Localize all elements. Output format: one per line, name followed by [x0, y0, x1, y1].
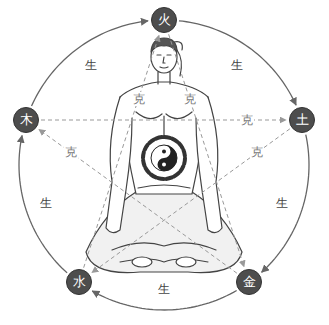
- generation-arrow: [262, 135, 309, 273]
- generation-arrow: [179, 21, 296, 105]
- generation-label: 生: [157, 282, 171, 296]
- element-node: 金: [236, 269, 262, 295]
- control-label: 克: [64, 145, 78, 159]
- generation-label: 生: [275, 196, 289, 210]
- generation-label: 生: [84, 58, 98, 72]
- element-node: 土: [289, 107, 315, 133]
- generation-label: 生: [39, 196, 53, 210]
- element-name: 土: [296, 113, 309, 127]
- control-label: 克: [240, 113, 254, 127]
- element-node: 火: [151, 7, 177, 33]
- element-name: 金: [243, 275, 256, 289]
- generation-label: 生: [230, 58, 244, 72]
- generation-arrow: [19, 136, 67, 273]
- control-arrow: [92, 129, 290, 273]
- control-arrow: [84, 35, 159, 268]
- element-name: 水: [73, 275, 86, 289]
- control-label: 克: [183, 92, 197, 106]
- element-node: 木: [13, 107, 39, 133]
- element-node: 水: [66, 269, 92, 295]
- control-label: 克: [250, 145, 264, 159]
- element-name: 木: [20, 113, 33, 127]
- generation-arrow: [32, 21, 149, 106]
- control-arrow: [39, 129, 237, 273]
- element-name: 火: [158, 13, 171, 27]
- control-label: 克: [132, 92, 146, 106]
